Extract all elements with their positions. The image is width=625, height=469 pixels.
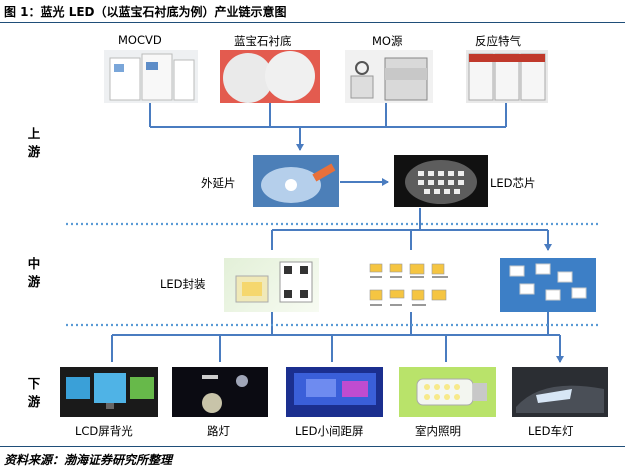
output-label-indoor-lighting: 室内照明 [415,424,461,438]
output-label-fine-pitch-screen: LED小间距屏 [295,424,364,438]
input-bus [149,103,507,128]
chip-bus [272,208,548,231]
led-chip-label: LED芯片 [490,176,536,190]
mocvd-machine-photo [104,50,198,103]
stage-downstream: 下游 [27,376,41,409]
stage-upstream: 上游 [27,126,41,159]
figure-title: 图 1：蓝光 LED（以蓝宝石衬底为例）产业链示意图 [4,5,287,19]
led-package-label: LED封装 [160,277,206,291]
mo-source-container-photo [345,50,433,103]
led-corn-bulb-photo [399,367,496,417]
street-light-photo [172,367,268,417]
title-rule [0,22,625,23]
arrows-to-packages [271,230,548,250]
stage-dividers [66,222,600,327]
input-label-mo-source: MO源 [372,34,403,48]
epitaxial-wafer-label: 外延片 [201,176,236,190]
special-gas-cabinet-photo [466,50,548,103]
led-package-photo [224,258,319,312]
led-chip-wafer-photo [394,155,488,207]
input-label-sapphire: 蓝宝石衬底 [234,34,292,48]
led-screen-photo [286,367,383,417]
source-rule [0,446,625,447]
stage-midstream: 中游 [27,256,41,289]
car-headlight-photo [512,367,608,417]
source-note: 资料来源：渤海证券研究所整理 [4,453,173,467]
lcd-monitors-photo [60,367,158,417]
epitaxial-wafer-photo [253,155,339,207]
input-label-mocvd: MOCVD [118,33,162,47]
output-label-car-headlight: LED车灯 [528,424,574,438]
white-led-array-photo [500,258,596,312]
package-bus [112,312,560,336]
sapphire-wafer-photo [220,50,320,103]
led-smd-types-photo [366,258,456,312]
input-label-special-gas: 反应特气 [475,34,521,48]
arrows-to-applications [111,335,560,362]
output-label-street-light: 路灯 [207,424,230,438]
output-label-lcd-backlight: LCD屏背光 [75,424,133,438]
